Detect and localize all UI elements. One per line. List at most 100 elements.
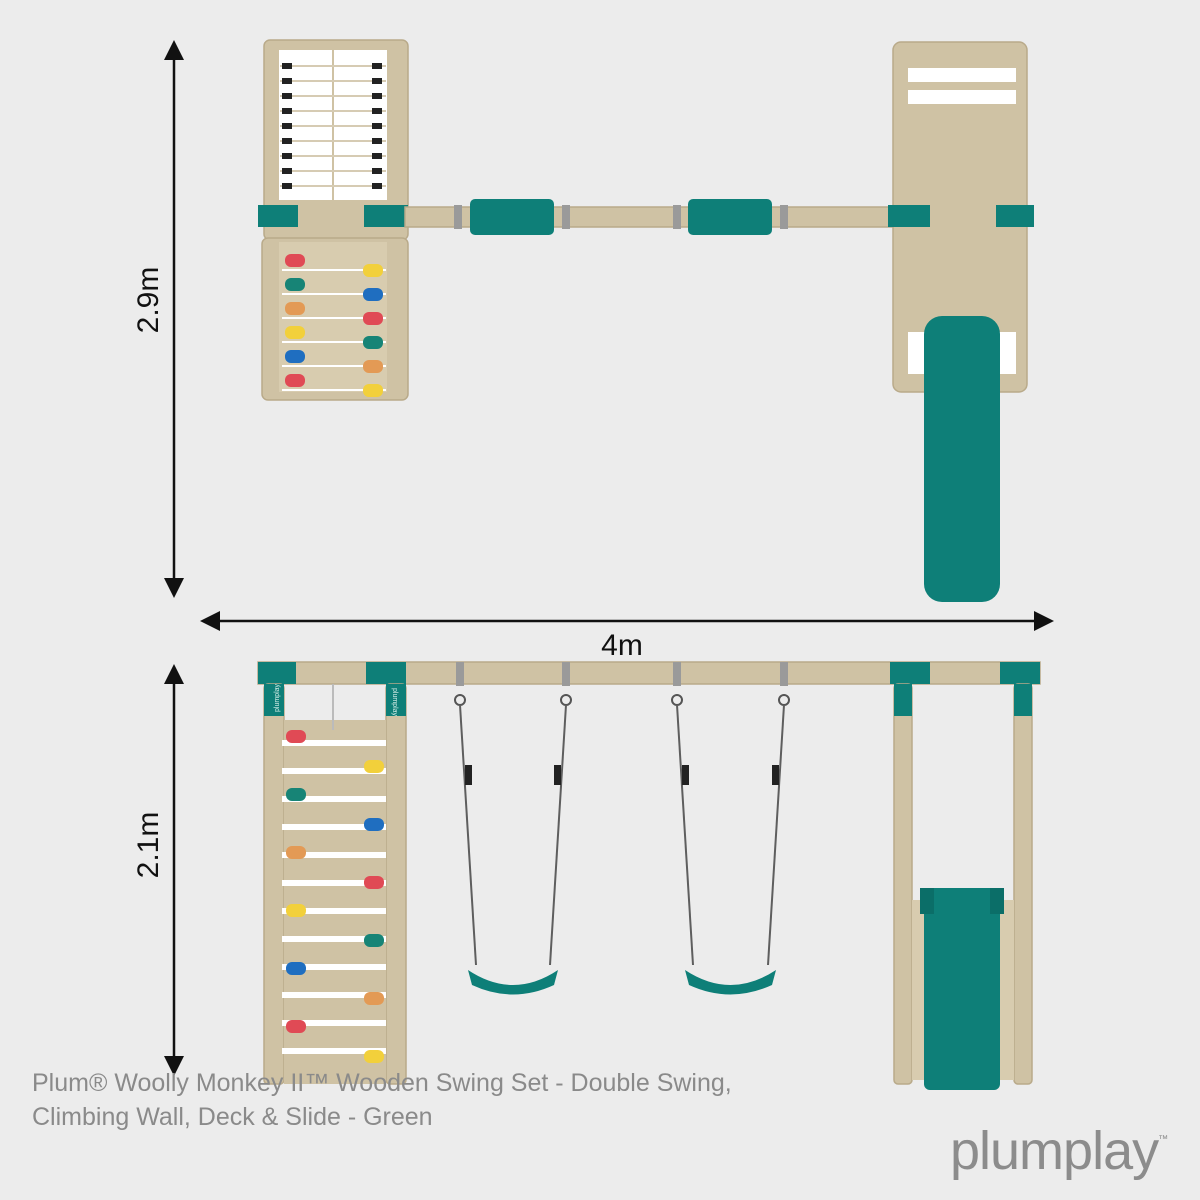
rung-end (372, 138, 382, 144)
swing-hanger (456, 662, 464, 686)
swing-hanger (562, 662, 570, 686)
climbing-holds-top (282, 254, 386, 397)
swing-rope (549, 704, 567, 966)
tower-post-right (385, 683, 407, 1085)
teal-bracket (888, 205, 930, 227)
deck-front-view (893, 683, 1033, 1090)
deck-post-left (893, 683, 913, 1085)
climbing-hold (363, 336, 383, 349)
tower-top-view (258, 39, 409, 401)
deck-board (908, 332, 926, 374)
deck-post-right (1013, 683, 1033, 1085)
rung-end (282, 108, 292, 114)
rung-end (372, 123, 382, 129)
teal-bracket (364, 205, 408, 227)
caption-line-2: Climbing Wall, Deck & Slide - Green (32, 1103, 433, 1131)
swing-rope (676, 704, 694, 966)
wall-board (282, 768, 386, 774)
wall-board (282, 880, 386, 886)
climbing-hold (285, 278, 305, 291)
swing-shackle (671, 694, 683, 706)
rung-end (372, 93, 382, 99)
rung-end (372, 153, 382, 159)
tower-post-left (263, 683, 285, 1085)
slide-rail (920, 888, 934, 914)
climbing-hold (285, 302, 305, 315)
product-caption: Plum® Woolly Monkey II™ Wooden Swing Set… (32, 1066, 852, 1134)
climbing-hold (363, 360, 383, 373)
swing-hanger (780, 662, 788, 686)
climbing-hold (286, 904, 306, 917)
tower-front-view: plumplay plumplay (263, 683, 407, 1085)
swing-shackle (778, 694, 790, 706)
climbing-hold (285, 374, 305, 387)
rung-end (282, 168, 292, 174)
rung-end (282, 123, 292, 129)
swing-shackle (560, 694, 572, 706)
deck-board (998, 332, 1016, 374)
teal-bracket (1000, 662, 1040, 684)
climbing-hold (364, 818, 384, 831)
deck-board (908, 90, 1016, 104)
brand-trademark: ™ (1158, 1134, 1168, 1145)
height-label: 2.1m (132, 812, 165, 879)
climbing-hold (363, 384, 383, 397)
climbing-hold (285, 326, 305, 339)
height-dimension: 2.1m (132, 664, 184, 1076)
teal-bracket (258, 662, 296, 684)
climbing-hold (286, 1020, 306, 1033)
double-swing (454, 662, 790, 995)
rung-end (372, 63, 382, 69)
swing-rope (767, 704, 785, 966)
grey-hanger (454, 205, 462, 229)
climbing-hold (364, 1050, 384, 1063)
teal-post-cap (386, 684, 406, 716)
rung-end (372, 78, 382, 84)
teal-post-cap (264, 684, 284, 716)
rung-end (372, 183, 382, 189)
wall-board (282, 964, 386, 970)
teal-bracket (996, 205, 1034, 227)
rope-adjuster (682, 765, 689, 785)
slide-top-view (924, 316, 1000, 602)
wall-boards (282, 740, 386, 1054)
wall-board (282, 1048, 386, 1054)
slide-rail (990, 888, 1004, 914)
wall-board (282, 936, 386, 942)
rung-end (282, 78, 292, 84)
rope-adjuster (772, 765, 779, 785)
width-dimension: 4m (200, 611, 1054, 662)
grey-hanger (562, 205, 570, 229)
swing-rope (459, 704, 477, 966)
swing-seat (685, 970, 776, 995)
climbing-hold (286, 846, 306, 859)
rung-end (372, 168, 382, 174)
climbing-hold (364, 992, 384, 1005)
swing-hanger (673, 662, 681, 686)
deck-board (908, 68, 1016, 82)
swing-seat (468, 970, 558, 995)
swing-beam-top-view (404, 199, 896, 235)
monkey-bar-rungs (280, 63, 386, 189)
rope-adjuster (554, 765, 561, 785)
grey-hanger (673, 205, 681, 229)
plumplay-logo: plumplay™ (950, 1120, 1168, 1182)
climbing-hold (363, 264, 383, 277)
wall-board (282, 824, 386, 830)
wall-board (282, 1020, 386, 1026)
climbing-hold (364, 934, 384, 947)
wall-board (282, 796, 386, 802)
climbing-hold (286, 730, 306, 743)
deck-top-view (888, 41, 1034, 602)
post-stamp: plumplay (391, 688, 398, 717)
swing-shackle (454, 694, 466, 706)
swing-seat-top (688, 199, 772, 235)
climbing-holds-front (286, 730, 384, 1063)
teal-bracket (258, 205, 298, 227)
depth-dimension: 2.9m (132, 40, 184, 598)
wall-board (282, 908, 386, 914)
teal-post-cap (894, 684, 912, 716)
rope-adjuster (465, 765, 472, 785)
slide-front (924, 888, 1000, 1090)
climbing-hold (286, 962, 306, 975)
